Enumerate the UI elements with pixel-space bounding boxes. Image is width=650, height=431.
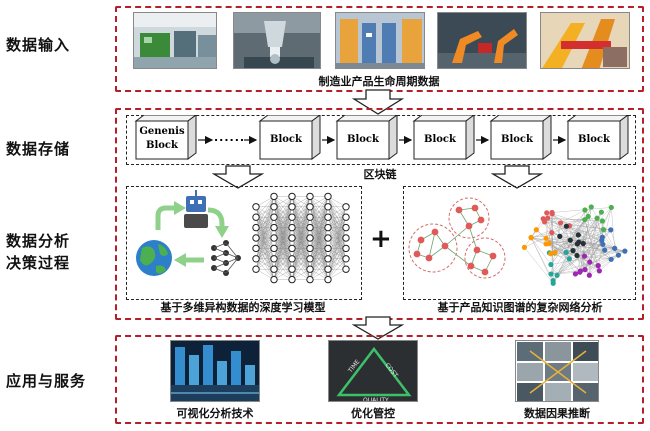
stage-label-application: 应用与服务 [6,372,87,390]
robot-icon [184,190,208,228]
down-arrow-left [212,165,264,189]
deep-learning-caption: 基于多维异构数据的深度学习模型 [160,301,326,314]
stage-label-analysis-2: 决策过程 [6,254,71,272]
genesis-label-1: Genenis [139,126,185,137]
blockchain-diagram [134,115,629,160]
application-caption-2: 优化管控 [351,407,395,420]
block-label-4: Block [501,134,533,145]
genesis-block [134,115,197,160]
block-5 [566,115,629,160]
plus-sign: + [370,224,392,254]
block-label-5: Block [578,134,610,145]
knowledge-graph-caption: 基于产品知识图谱的复杂网络分析 [437,301,603,314]
complex-network-graph [521,204,628,286]
stage-label-input: 数据输入 [6,36,71,54]
block-2 [335,115,398,160]
down-arrow-right [491,165,543,189]
globe-icon [136,240,172,276]
genesis-label-2: Block [146,140,178,151]
block-4 [489,115,552,160]
block-3 [412,115,475,160]
causal-inference-photo [515,340,599,402]
blockchain-caption: 区块链 [363,168,397,181]
deep-learning-diagram [136,190,350,284]
production-line-photo [133,12,217,69]
knowledge-graph-frame [403,186,636,300]
assembly-photo [540,12,630,69]
block-label-2: Block [347,134,379,145]
machining-photo [233,12,321,69]
application-caption-3: 数据因果推断 [524,407,590,420]
input-caption: 制造业产品生命周期数据 [318,75,440,88]
block-1 [258,115,321,160]
knowledge-graph-diagram [408,197,628,286]
down-arrow-1 [352,89,404,115]
stage-label-analysis-1: 数据分析 [6,232,71,250]
robot-arm-photo [437,12,527,69]
optimization-photo: TIME COST QUALITY [328,340,418,402]
application-caption-1: 可视化分析技术 [176,407,254,420]
svg-text:QUALITY: QUALITY [363,397,389,402]
deep-neural-network [252,192,350,284]
deep-learning-frame [126,186,362,300]
visualization-photo [170,340,260,402]
small-network-icon [211,240,241,276]
block-label-3: Block [424,134,456,145]
down-arrow-2 [352,316,404,340]
ellipsis: ...... [214,131,246,144]
application-frame [115,335,644,424]
block-label-1: Block [270,134,302,145]
warehouse-photo [335,12,425,69]
stage-label-storage: 数据存储 [6,140,71,158]
